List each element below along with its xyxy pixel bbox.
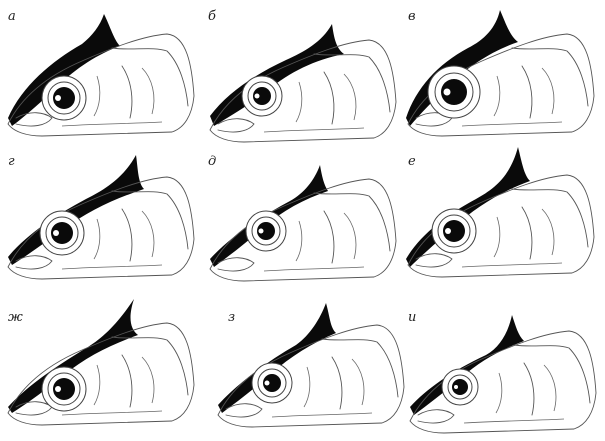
panel-label-a: а <box>8 9 16 24</box>
crest-shape <box>410 315 524 415</box>
panel-label-d: д <box>208 154 216 169</box>
crest-shape <box>8 299 138 413</box>
pupil <box>443 220 465 242</box>
crest-shape <box>210 24 344 126</box>
pupil <box>51 222 73 244</box>
pupil <box>452 379 468 395</box>
pupil <box>441 79 467 105</box>
pupil <box>257 222 275 240</box>
panel-i: и <box>408 310 597 434</box>
panel-label-e: е <box>408 154 416 169</box>
pupil <box>263 374 281 392</box>
pupil <box>253 87 271 105</box>
panel-label-v: в <box>408 9 416 24</box>
panel-z: з <box>217 303 405 428</box>
panel-g: г <box>7 154 195 280</box>
panel-e: е <box>406 147 595 278</box>
panel-label-z: з <box>228 310 235 325</box>
panel-label-b: б <box>208 9 216 24</box>
panel-b: б <box>208 9 397 143</box>
panel-d: д <box>208 154 397 282</box>
panel-zh: ж <box>7 299 195 426</box>
pupil <box>53 87 75 109</box>
panel-v: в <box>406 9 595 137</box>
panel-label-i: и <box>408 310 416 325</box>
crest-shape <box>218 303 336 413</box>
crest-shape <box>406 147 530 267</box>
panel-a: а <box>7 9 195 137</box>
panel-label-zh: ж <box>8 310 23 325</box>
panel-label-g: г <box>8 154 15 169</box>
pupil <box>53 378 75 400</box>
